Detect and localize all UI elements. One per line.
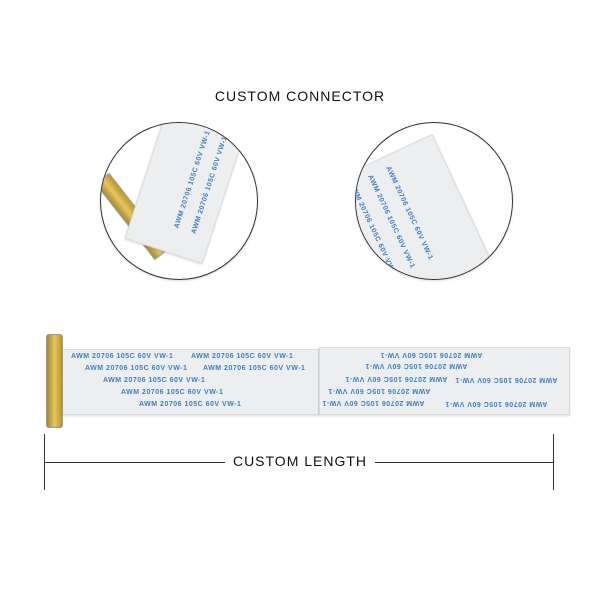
cable-print: AWM 20706 105C 60V VW-1: [380, 351, 483, 358]
ribbon-cable-left: AWM 20706 105C 60V VW-1 AWM 20706 105C 6…: [62, 349, 319, 415]
cable-print: AWM 20706 105C 60V VW-1: [455, 376, 558, 383]
custom-connector-title: CUSTOM CONNECTOR: [214, 88, 386, 104]
ribbon-closeup: AWM 20706 105C 60V VW-1 AWM 20706 105C 6…: [124, 123, 250, 264]
cable-print: AWM 20706 105C 60V VW-1: [71, 353, 174, 360]
cable-print: AWM 20706 105C 60V VW-1: [103, 377, 206, 384]
cable-print: AWM 20706 105C 60V VW-1: [445, 400, 548, 407]
cable-print: AWM 20706 105C 60V VW-1: [322, 399, 425, 406]
cable-print: AWM 20706 105C 60V VW-1: [345, 375, 448, 382]
cable-print: AWM 20706 105C 60V VW-1: [139, 401, 242, 408]
cable-print: AWM 20706 105C 60V VW-1: [365, 362, 468, 369]
custom-length-label: CUSTOM LENGTH: [224, 453, 376, 469]
cable-print: AWM 20706 105C 60V VW-1: [328, 387, 431, 394]
cable-print: AWM 20706 105C 60V VW-1: [384, 165, 434, 262]
ribbon-cable-right: AWM 20706 105C 60V VW-1 AWM 20706 105C 6…: [319, 347, 570, 415]
cable-print: AWM 20706 105C 60V VW-1: [190, 135, 229, 235]
gold-connector: [46, 334, 63, 428]
connector-closeup-left: AWM 20706 105C 60V VW-1 AWM 20706 105C 6…: [100, 122, 258, 280]
ribbon-closeup: AWM 20706 105C 60V VW-1 AWM 20706 105C 6…: [356, 133, 493, 279]
cable-print: AWM 20706 105C 60V VW-1: [85, 365, 188, 372]
cable-print: AWM 20706 105C 60V VW-1: [121, 389, 224, 396]
cable-print: AWM 20706 105C 60V VW-1: [203, 365, 306, 372]
ribbon-end-closeup-right: AWM 20706 105C 60V VW-1 AWM 20706 105C 6…: [355, 122, 513, 280]
cable-print: AWM 20706 105C 60V VW-1: [191, 353, 294, 360]
cable-print: AWM 20706 105C 60V VW-1: [173, 129, 212, 230]
